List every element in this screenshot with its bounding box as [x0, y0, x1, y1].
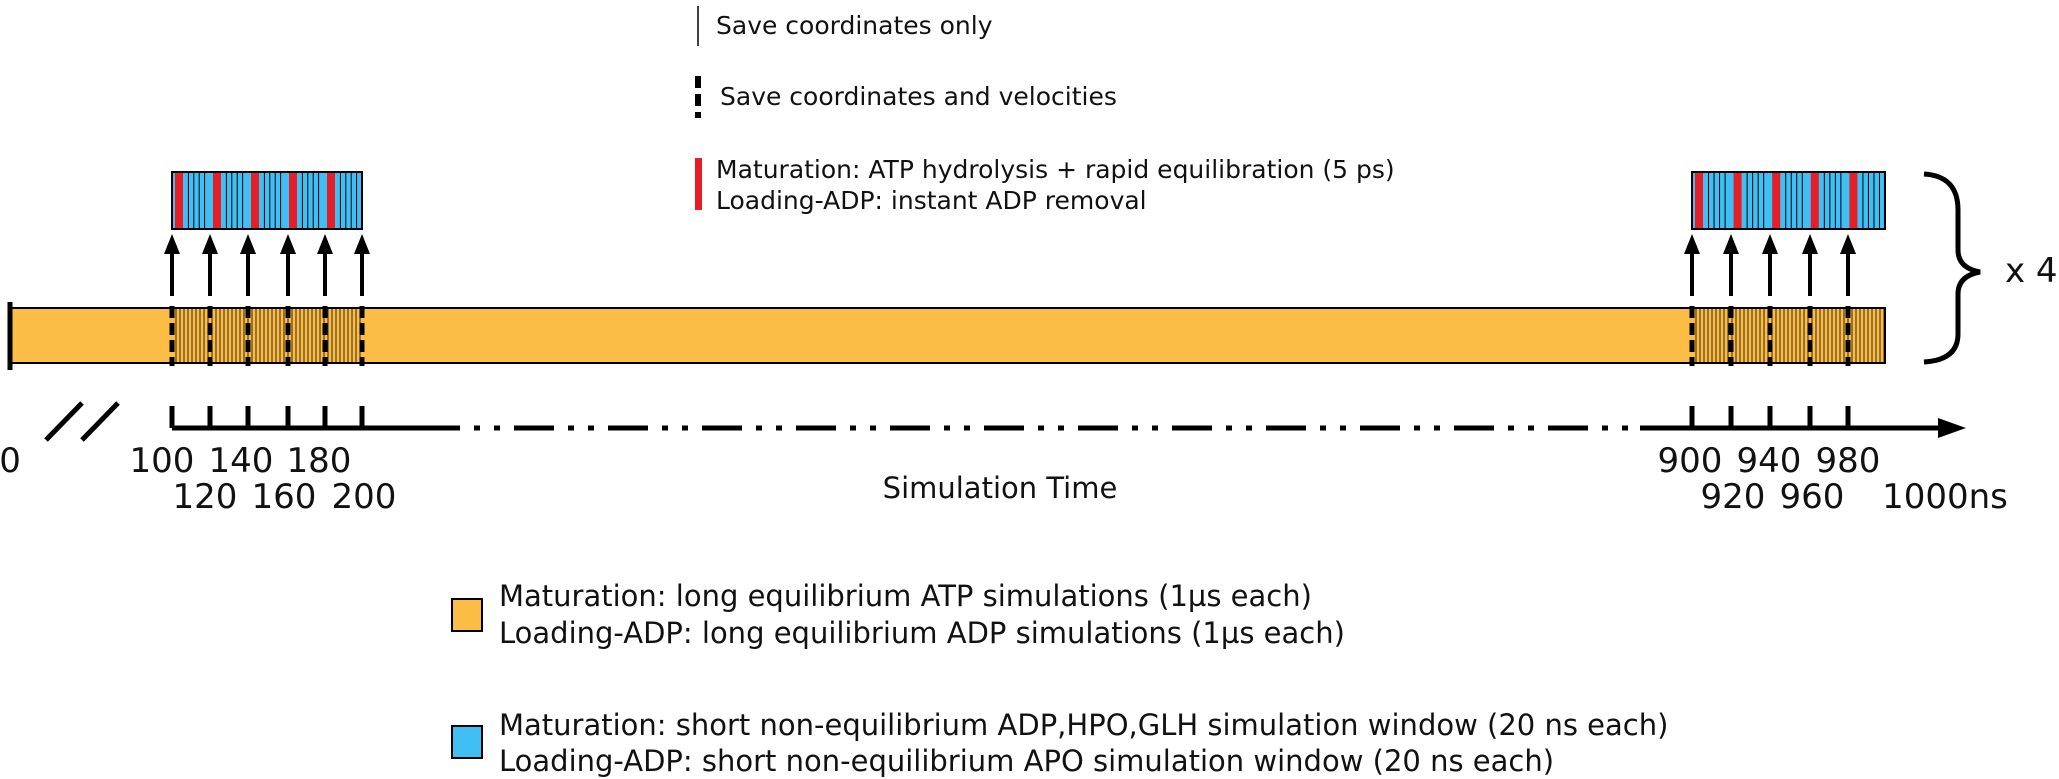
up-arrow-icon [1684, 234, 1700, 254]
strip-right-red-marker [1733, 172, 1742, 229]
axis-title: Simulation Time [883, 471, 1118, 505]
axis-tick-label-160: 160 [252, 477, 317, 517]
up-arrow-icon [1802, 234, 1818, 254]
legend-red-line-label-1: Maturation: ATP hydrolysis + rapid equil… [716, 155, 1395, 184]
axis-tick-label-980: 980 [1816, 441, 1881, 481]
legend-top: Save coordinates only Save coordinates a… [695, 6, 1395, 215]
axis-tick-label-1000ns: 1000ns [1882, 477, 2008, 517]
legend-yellow-label-2: Loading-ADP: long equilibrium ADP simula… [499, 616, 1345, 650]
strip-right-red-marker [1772, 172, 1781, 229]
up-arrow-icon [317, 234, 333, 254]
axis-tick-label-180: 180 [287, 441, 352, 481]
axis-ticks [169, 406, 1851, 428]
legend-blue-label-1: Maturation: short non-equilibrium ADP,HP… [499, 708, 1668, 742]
up-arrow-icon [1840, 234, 1856, 254]
axis-origin-label: 0 [0, 441, 21, 481]
axis-tick-label-940: 940 [1737, 441, 1802, 481]
axis-tick-label-200: 200 [332, 477, 397, 517]
axis-break-mark-1 [44, 401, 84, 442]
legend-bottom: Maturation: long equilibrium ATP simulat… [451, 579, 1668, 778]
window-strip-right-frame [1691, 171, 1886, 230]
velocity-save-dashes [169, 306, 1851, 366]
axis-tick-label-960: 960 [1780, 477, 1845, 517]
repeat-brace: x 4 [1923, 171, 2058, 365]
strip-left-red-marker [175, 172, 183, 229]
window-strip-right [1691, 171, 1886, 230]
legend-yellow-swatch [451, 598, 483, 632]
strip-left-red-marker [251, 172, 259, 229]
up-arrow-icon [1723, 234, 1739, 254]
legend-dashed-line-label: Save coordinates and velocities [720, 82, 1117, 111]
axis-tick-label-920: 920 [1701, 477, 1766, 517]
window-strip-left-stripes [175, 172, 358, 229]
axis-tick-label-100: 100 [130, 441, 195, 481]
window-strip-right-stripes [1695, 172, 1880, 229]
up-arrow-icon [1762, 234, 1778, 254]
time-axis: 0 100 140 180 120 160 200 900 940 980 92… [0, 401, 2008, 517]
up-arrow-icon [280, 234, 296, 254]
strip-right-red-marker [1849, 172, 1858, 229]
axis-break-mark-2 [80, 401, 120, 442]
legend-blue-label-2: Loading-ADP: short non-equilibrium APO s… [499, 744, 1554, 778]
up-arrow-icon [354, 234, 370, 254]
legend-yellow-label-1: Maturation: long equilibrium ATP simulat… [499, 579, 1312, 613]
window-strip-left [171, 171, 363, 230]
axis-tick-label-140: 140 [209, 441, 274, 481]
up-arrow-icon [240, 234, 256, 254]
axis-tick-label-900: 900 [1658, 441, 1723, 481]
legend-red-line-swatch [695, 158, 702, 210]
branch-arrows [164, 234, 1856, 296]
legend-red-line-label-2: Loading-ADP: instant ADP removal [716, 186, 1147, 215]
legend-blue-swatch [451, 725, 483, 759]
strip-left-red-marker [327, 172, 335, 229]
up-arrow-icon [202, 234, 218, 254]
equilibrium-bar-fill [9, 307, 1886, 364]
strip-right-red-marker [1810, 172, 1819, 229]
window-strip-left-frame [171, 171, 363, 230]
equilibrium-bar [7, 302, 1886, 370]
axis-tick-label-120: 120 [173, 477, 238, 517]
strip-left-red-marker [213, 172, 221, 229]
up-arrow-icon [164, 234, 180, 254]
repeat-label: x 4 [2005, 251, 2058, 291]
axis-arrowhead-icon [1938, 418, 1966, 438]
curly-brace-icon [1923, 171, 1981, 365]
strip-left-red-marker [289, 172, 297, 229]
legend-thin-line-label: Save coordinates only [716, 11, 993, 40]
strip-right-red-marker [1695, 172, 1703, 229]
